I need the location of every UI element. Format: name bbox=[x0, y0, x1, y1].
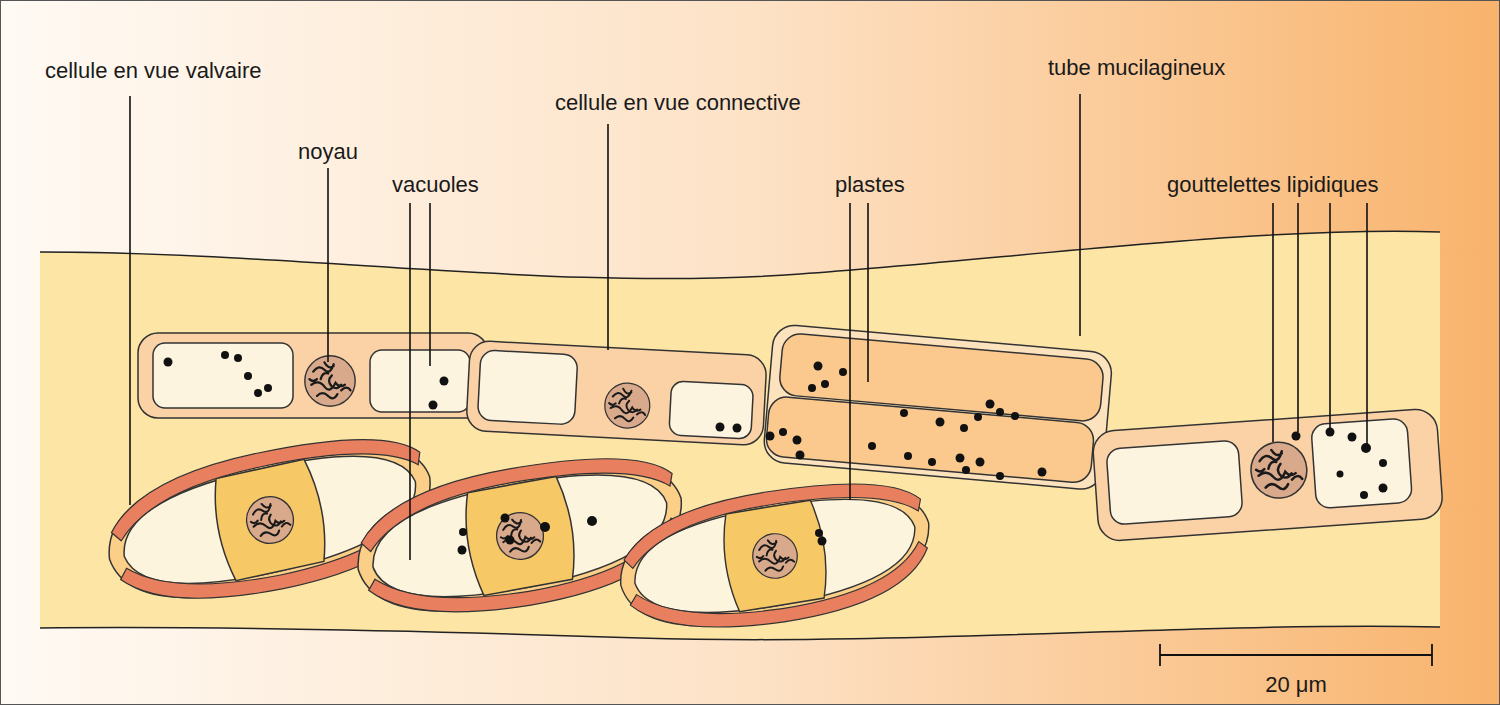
connective-cell-part bbox=[669, 381, 754, 439]
lipid-droplets-part bbox=[996, 472, 1004, 480]
leader-lines bbox=[130, 94, 1367, 560]
connective-cell-part bbox=[370, 350, 470, 412]
connective-cell-part bbox=[604, 382, 651, 429]
lipid-droplets-part bbox=[429, 401, 438, 410]
scale-bar-part bbox=[1159, 644, 1161, 666]
lipid-droplets-part bbox=[808, 384, 816, 392]
leader-lines-part bbox=[1079, 94, 1081, 336]
part-label: gouttelettes lipidiques bbox=[1167, 172, 1379, 198]
mucilage-tube-part bbox=[40, 231, 1440, 278]
lipid-droplets-part bbox=[793, 436, 802, 445]
lipid-droplets-part bbox=[904, 452, 912, 460]
leader-lines-part bbox=[1329, 203, 1331, 428]
lipid-droplets-part bbox=[1361, 443, 1371, 453]
lipid-droplets-part bbox=[821, 380, 829, 388]
connective-cell bbox=[138, 333, 488, 418]
leader-lines-part bbox=[867, 203, 869, 382]
lipid-droplets-part bbox=[974, 413, 982, 421]
leader-lines-part bbox=[1366, 203, 1368, 444]
part-label: tube mucilagineux bbox=[1048, 55, 1225, 81]
lipid-droplets-part bbox=[1379, 459, 1387, 467]
lipid-droplets-part bbox=[1337, 471, 1344, 478]
lipid-droplets-part bbox=[956, 454, 965, 463]
lipid-droplets-part bbox=[733, 424, 742, 433]
lipid-droplets-part bbox=[164, 358, 173, 367]
lipid-droplets-part bbox=[501, 514, 510, 523]
lipid-droplets-part bbox=[996, 408, 1004, 416]
scale-label: 20 μm bbox=[1265, 672, 1327, 698]
lipid-droplets-part bbox=[1360, 491, 1368, 499]
connective-cell-part bbox=[305, 356, 355, 406]
leader-lines-part bbox=[1297, 203, 1299, 432]
connective-cell-part bbox=[477, 350, 578, 425]
connective-cell-part bbox=[138, 333, 488, 418]
lipid-droplets-part bbox=[540, 522, 550, 532]
lipid-droplets-part bbox=[814, 362, 823, 371]
connective-cell bbox=[1092, 408, 1444, 542]
lipid-droplets-part bbox=[234, 354, 242, 362]
connective-cell-part bbox=[1311, 418, 1413, 508]
lipid-droplets-part bbox=[986, 400, 995, 409]
lipid-droplets-part bbox=[976, 458, 985, 467]
connective-cell-pair bbox=[762, 324, 1113, 491]
part-label: plastes bbox=[835, 172, 905, 198]
lipid-droplets-part bbox=[928, 458, 936, 466]
leader-lines-part bbox=[327, 168, 329, 362]
lipid-droplets-part bbox=[244, 372, 252, 380]
lipid-droplets-part bbox=[1348, 433, 1357, 442]
leader-lines-part bbox=[429, 203, 431, 366]
lipid-droplets-part bbox=[264, 384, 272, 392]
leader-lines-part bbox=[409, 203, 411, 560]
valve-cell bbox=[611, 470, 940, 644]
lipid-droplets-part bbox=[936, 418, 945, 427]
lipid-droplets-part bbox=[900, 409, 908, 417]
connective-cell-pair-part bbox=[762, 324, 1113, 491]
connective-cell-part bbox=[1249, 440, 1309, 500]
lipid-droplets-part bbox=[779, 428, 787, 436]
lipid-droplets-part bbox=[1292, 432, 1301, 441]
lipid-droplets-part bbox=[766, 432, 775, 441]
scale-bar bbox=[1160, 644, 1432, 666]
lipid-droplets-part bbox=[1038, 468, 1047, 477]
lipid-droplets-part bbox=[716, 423, 725, 432]
lipid-droplets-part bbox=[1379, 484, 1388, 493]
valve-cell-part bbox=[611, 470, 940, 644]
lipid-droplets-part bbox=[962, 466, 970, 474]
part-label: noyau bbox=[298, 139, 358, 165]
leader-lines-part bbox=[129, 96, 131, 505]
lipid-droplets-part bbox=[440, 377, 449, 386]
lipid-droplets-part bbox=[1011, 412, 1019, 420]
lipid-droplets-part bbox=[458, 546, 467, 555]
leader-lines-part bbox=[849, 203, 851, 500]
lipid-droplets-part bbox=[587, 516, 597, 526]
connective-cell-part bbox=[1092, 408, 1444, 542]
part-label: cellule en vue valvaire bbox=[45, 58, 261, 84]
lipid-droplets-part bbox=[839, 368, 847, 376]
lipid-droplets-part bbox=[1326, 428, 1335, 437]
mucilage-tube-part bbox=[40, 626, 1440, 639]
lipid-droplets-part bbox=[818, 537, 827, 546]
connective-cell-pair-part bbox=[765, 396, 1095, 484]
connective-cell bbox=[466, 340, 767, 445]
leader-lines-part bbox=[1272, 203, 1274, 442]
leader-lines-part bbox=[607, 124, 609, 350]
part-label: vacuoles bbox=[392, 172, 479, 198]
lipid-droplets-part bbox=[506, 536, 515, 545]
lipid-droplets-part bbox=[459, 528, 467, 536]
lipid-droplets-part bbox=[221, 351, 229, 359]
scale-bar-part bbox=[1160, 654, 1432, 656]
lipid-droplets-part bbox=[254, 389, 262, 397]
connective-cell-part bbox=[1106, 440, 1243, 525]
connective-cell-part bbox=[466, 340, 767, 445]
lipid-droplets-part bbox=[796, 451, 805, 460]
lipid-droplets-part bbox=[868, 442, 876, 450]
scale-bar-part bbox=[1431, 644, 1433, 666]
connective-cell-part bbox=[153, 343, 293, 408]
lipid-droplets-part bbox=[960, 424, 968, 432]
part-label: cellule en vue connective bbox=[555, 90, 801, 116]
lipid-droplets-part bbox=[815, 529, 823, 537]
lipid-droplets bbox=[164, 351, 1388, 555]
